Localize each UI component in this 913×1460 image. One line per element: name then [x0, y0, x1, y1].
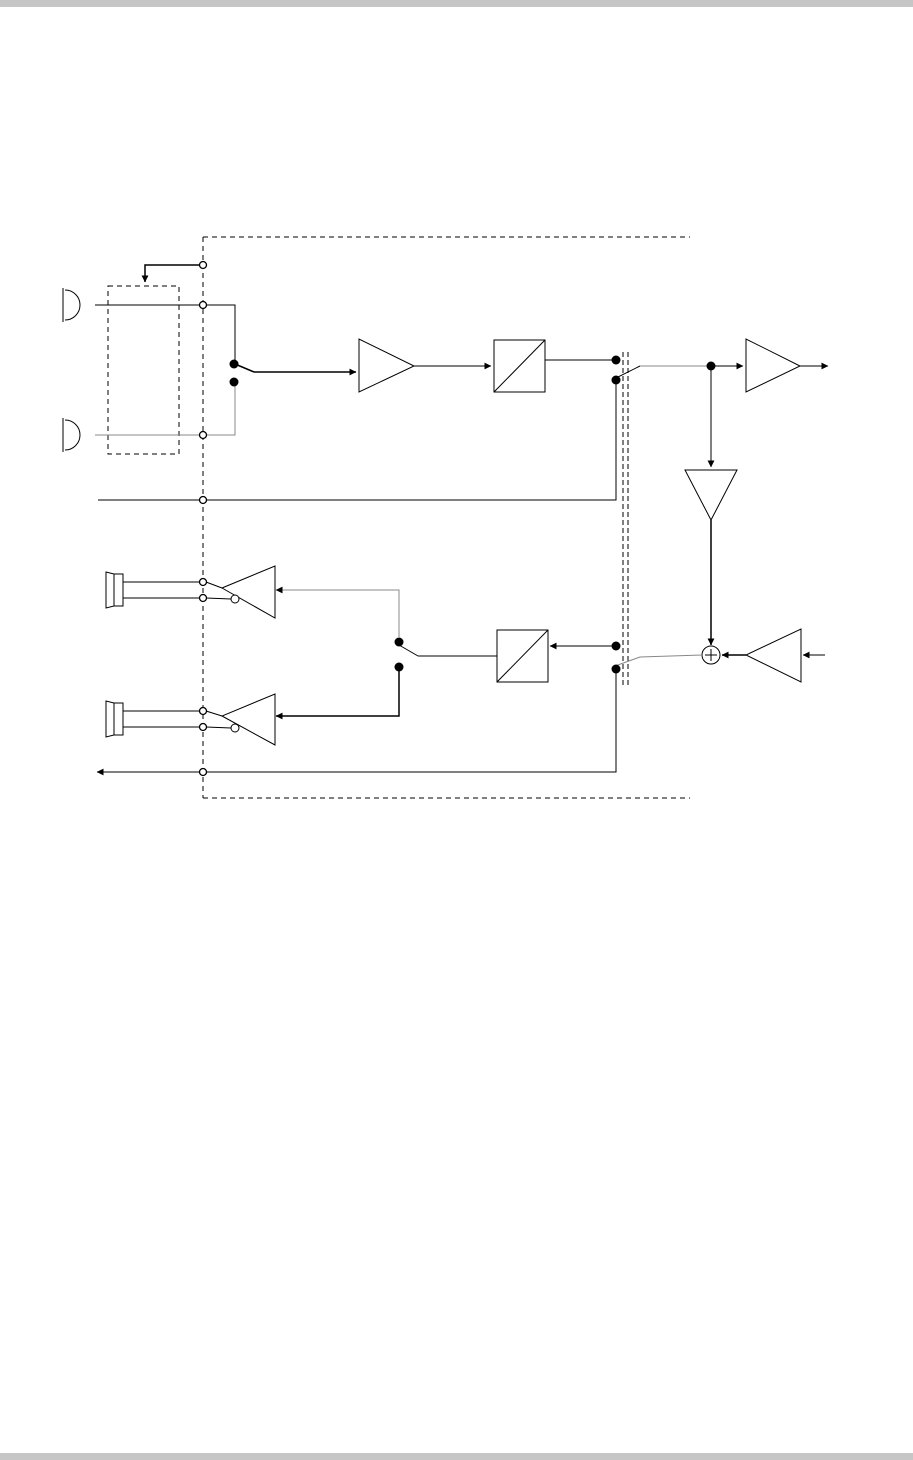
mic-2 [63, 418, 80, 452]
earpiece-1 [106, 572, 123, 608]
terminal-control [200, 262, 207, 269]
dac [497, 630, 548, 682]
speaker-switch [395, 638, 498, 672]
earpiece-driver-1 [222, 566, 275, 618]
adc [494, 340, 545, 392]
output-switch [612, 356, 711, 385]
aux-input-line [98, 384, 616, 500]
terminal-earpiece-2a [200, 708, 207, 715]
device-boundary [203, 237, 690, 798]
terminal-earpiece-2b [200, 724, 207, 731]
mic-1-line [95, 305, 235, 362]
input-amplifier [359, 339, 414, 392]
mic-select-box [108, 286, 179, 454]
loop-out-line [97, 673, 616, 772]
switch-to-driver-2-line [276, 671, 399, 716]
terminal-loop-out [200, 769, 207, 776]
terminal-mic-2 [200, 432, 207, 439]
terminal-earpiece-1a [200, 579, 207, 586]
terminal-earpiece-1b [200, 595, 207, 602]
switch-to-driver-1-line [276, 590, 399, 638]
receive-switch [550, 642, 621, 674]
receive-amplifier [746, 629, 801, 682]
summing-node [702, 646, 720, 664]
switch-linkage [623, 352, 628, 686]
output-amplifier [746, 339, 800, 392]
earpiece-2-lines [120, 711, 231, 728]
terminal-mic-1 [200, 302, 207, 309]
earpiece-1-lines [120, 582, 231, 599]
terminal-aux-in [200, 497, 207, 504]
earpiece-driver-2 [222, 694, 275, 745]
mic-2-line [95, 384, 235, 435]
mic-switch [230, 360, 357, 387]
mic-1 [63, 288, 80, 322]
earpiece-2 [106, 701, 123, 737]
mic-select-control [145, 265, 200, 282]
sidetone-amplifier [685, 470, 737, 520]
